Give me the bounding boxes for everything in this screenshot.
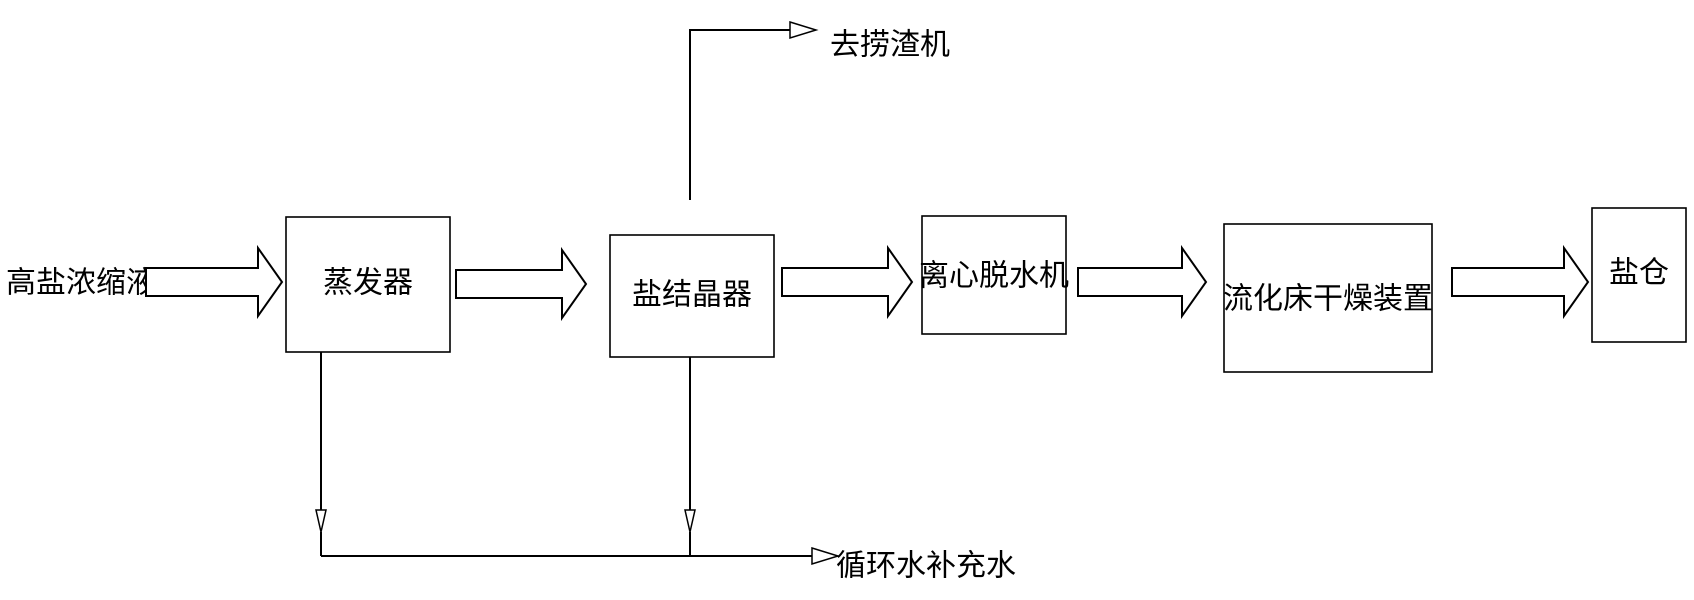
- recycle-water-arrow-head: [811, 546, 841, 566]
- evaporator-label: 蒸发器: [323, 266, 413, 301]
- salt-crystallizer-label: 盐结晶器: [632, 278, 752, 313]
- salt-silo-label: 盐仓: [1609, 256, 1669, 291]
- evaporator-box: 蒸发器: [285, 216, 451, 353]
- slag-line: [689, 29, 790, 200]
- centrifugal-dewaterer-box: 离心脱水机: [919, 215, 1069, 335]
- fluidized-bed-dryer-box: 流化床干燥装置: [1223, 223, 1433, 373]
- salt-crystallizer-box: 盐结晶器: [609, 234, 775, 358]
- flow-arrow-crystallizer-to-centrifuge: [781, 244, 914, 320]
- flow-arrow-centrifuge-to-dryer: [1077, 244, 1208, 320]
- flow-arrow-evaporator-to-crystallizer: [455, 246, 588, 322]
- flow-arrow-dryer-to-salt-silo: [1451, 244, 1590, 320]
- water-output-label: 循环水补充水: [836, 549, 1016, 584]
- crystallizer-water-arrow-head: [684, 509, 696, 533]
- centrifugal-dewaterer-label: 离心脱水机: [919, 259, 1069, 294]
- slag-arrow-head: [789, 20, 819, 40]
- slag-output-label: 去捞渣机: [830, 28, 950, 63]
- input-label: 高盐浓缩液: [6, 266, 156, 301]
- evaporator-water-arrow-head: [315, 509, 327, 533]
- salt-silo-box: 盐仓: [1591, 207, 1687, 343]
- flow-arrow-input-to-evaporator: [145, 244, 284, 320]
- fluidized-bed-dryer-label: 流化床干燥装置: [1223, 282, 1433, 317]
